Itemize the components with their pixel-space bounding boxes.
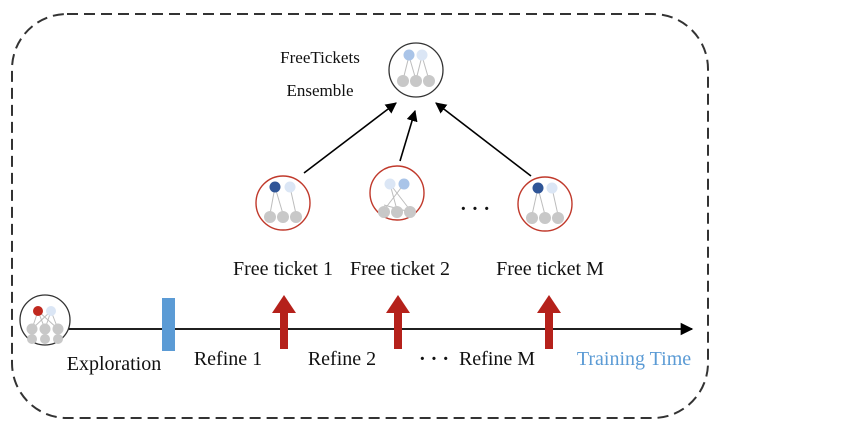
arrow-ticket1-to-ensemble [303,102,397,174]
dense-network-icon [19,294,71,346]
refine-2-label: Refine 2 [308,348,376,370]
refine-arrow-m [537,295,561,349]
refine-m-label: Refine M [459,348,535,370]
ticket-2-label: Free ticket 2 [350,258,450,280]
timeline-ellipsis: · · · [419,348,449,370]
exploration-bar [162,298,175,351]
ticket-m-label: Free ticket M [496,258,604,280]
ensemble-network-icon [388,42,444,98]
arrow-ticketm-to-ensemble [435,102,532,177]
refine-1-label: Refine 1 [194,348,262,370]
training-time-label: Training Time [577,348,691,370]
ticket-1-network-icon [255,175,311,231]
exploration-label: Exploration [67,353,161,375]
refine-arrow-1 [272,295,296,349]
arrow-ticket2-to-ensemble [399,109,418,162]
tickets-ellipsis: · · · [460,198,490,220]
ticket-2-network-icon [369,165,425,221]
ensemble-title-line1: FreeTickets [280,48,360,67]
ensemble-title-line2: Ensemble [286,81,353,100]
refine-arrow-2 [386,295,410,349]
ticket-m-network-icon [517,176,573,232]
ticket-1-label: Free ticket 1 [233,258,333,280]
dashed-border [11,13,709,419]
